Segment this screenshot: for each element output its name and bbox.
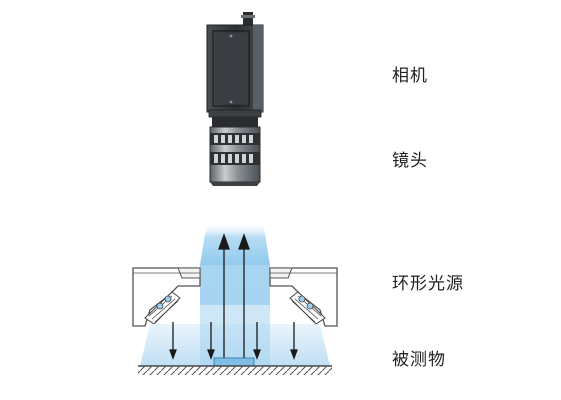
up-arrow-left: [218, 233, 230, 362]
ring-light: [132, 267, 338, 327]
led-ring-right: [289, 291, 326, 325]
illumination-area: [140, 286, 330, 366]
lens: [209, 117, 261, 186]
down-arrow-4: [290, 322, 298, 360]
light-arrows: [169, 233, 298, 362]
lens-label: 镜头: [392, 151, 428, 171]
down-arrow-3: [253, 322, 261, 360]
base-hatch: [138, 366, 332, 375]
camera-mount: [208, 109, 262, 118]
up-arrow-right: [238, 233, 250, 362]
down-arrow-1: [169, 322, 177, 360]
led-ring-left: [144, 291, 181, 325]
down-arrow-2: [207, 322, 215, 360]
camera: [206, 12, 264, 118]
reflected-light-beam: [200, 222, 270, 305]
camera-connector: [243, 12, 253, 26]
measured-object: [213, 357, 255, 367]
camera-label: 相机: [392, 66, 428, 86]
ring-light-label: 环形光源: [392, 274, 464, 294]
measured-object-stage: [138, 357, 332, 375]
object-label: 被测物: [392, 350, 446, 370]
